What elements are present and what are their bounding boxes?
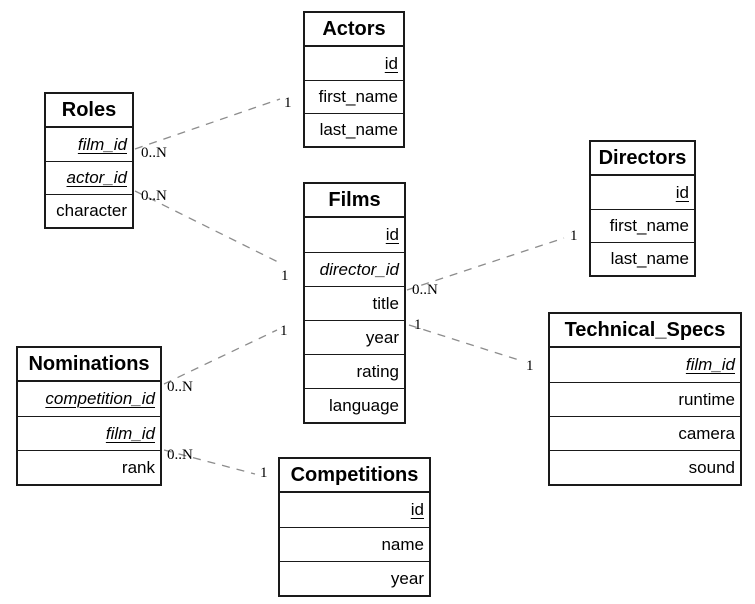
field-roles-film-id[interactable]: film_id	[77, 134, 127, 154]
cardinality-roles-films-roles-end: 0..N	[141, 188, 167, 204]
field-technical-specs-camera[interactable]: camera	[550, 416, 740, 450]
cardinality-nominations-competitions-nominations-end: 0..N	[167, 447, 193, 463]
cardinality-nominations-competitions-competitions-end: 1	[260, 465, 268, 481]
field-films-rating[interactable]: rating	[305, 354, 404, 388]
field-directors-last-name[interactable]: last_name	[591, 242, 694, 275]
table-roles-title: Roles	[46, 94, 132, 128]
cardinality-films-directors-directors-end: 1	[570, 228, 578, 244]
table-competitions-title: Competitions	[280, 459, 429, 493]
cardinality-roles-actors-actors-end: 1	[284, 95, 292, 111]
field-directors-id[interactable]: id	[675, 182, 689, 202]
table-films-title: Films	[305, 184, 404, 218]
field-nominations-film-id[interactable]: film_id	[18, 416, 160, 450]
field-films-language[interactable]: language	[305, 388, 404, 422]
field-actors-last-name[interactable]: last_name	[305, 113, 403, 146]
table-directors-title: Directors	[591, 142, 694, 176]
cardinality-roles-films-films-end: 1	[281, 268, 289, 284]
field-technical-specs-film-id[interactable]: film_id	[685, 355, 735, 374]
cardinality-films-technical-specs-films-end: 1	[414, 317, 422, 333]
field-technical-specs-runtime[interactable]: runtime	[550, 382, 740, 416]
field-films-director-id[interactable]: director_id	[305, 252, 404, 286]
cardinality-films-technical-specs-specs-end: 1	[526, 358, 534, 374]
connector-line-nominations-films	[163, 329, 278, 385]
field-competitions-name[interactable]: name	[280, 527, 429, 561]
cardinality-nominations-films-nominations-end: 0..N	[167, 379, 193, 395]
table-roles[interactable]: Roles film_id actor_id character	[44, 92, 134, 229]
field-films-year[interactable]: year	[305, 320, 404, 354]
table-actors-title: Actors	[305, 13, 403, 47]
cardinality-roles-actors-roles-end: 0..N	[141, 145, 167, 161]
connector-line-films-technical-specs	[408, 324, 523, 362]
field-films-title[interactable]: title	[305, 286, 404, 320]
field-nominations-rank[interactable]: rank	[18, 450, 160, 484]
table-technical-specs-title: Technical_Specs	[550, 314, 740, 348]
field-technical-specs-sound[interactable]: sound	[550, 450, 740, 484]
connector-line-roles-actors	[134, 98, 281, 150]
field-competitions-year[interactable]: year	[280, 561, 429, 595]
field-roles-actor-id[interactable]: actor_id	[46, 161, 132, 194]
table-competitions[interactable]: Competitions id name year	[278, 457, 431, 597]
field-films-id[interactable]: id	[385, 225, 399, 244]
table-nominations[interactable]: Nominations competition_id film_id rank	[16, 346, 162, 486]
table-technical-specs[interactable]: Technical_Specs film_id runtime camera s…	[548, 312, 742, 486]
field-competitions-id[interactable]: id	[410, 500, 424, 519]
field-actors-id[interactable]: id	[384, 53, 398, 73]
table-films[interactable]: Films id director_id title year rating l…	[303, 182, 406, 424]
table-actors[interactable]: Actors id first_name last_name	[303, 11, 405, 148]
field-actors-first-name[interactable]: first_name	[305, 80, 403, 113]
field-directors-first-name[interactable]: first_name	[591, 209, 694, 242]
table-directors[interactable]: Directors id first_name last_name	[589, 140, 696, 277]
field-nominations-competition-id[interactable]: competition_id	[45, 389, 155, 408]
table-nominations-title: Nominations	[18, 348, 160, 382]
field-roles-character[interactable]: character	[46, 194, 132, 227]
cardinality-films-directors-films-end: 0..N	[412, 282, 438, 298]
cardinality-nominations-films-films-end: 1	[280, 323, 288, 339]
